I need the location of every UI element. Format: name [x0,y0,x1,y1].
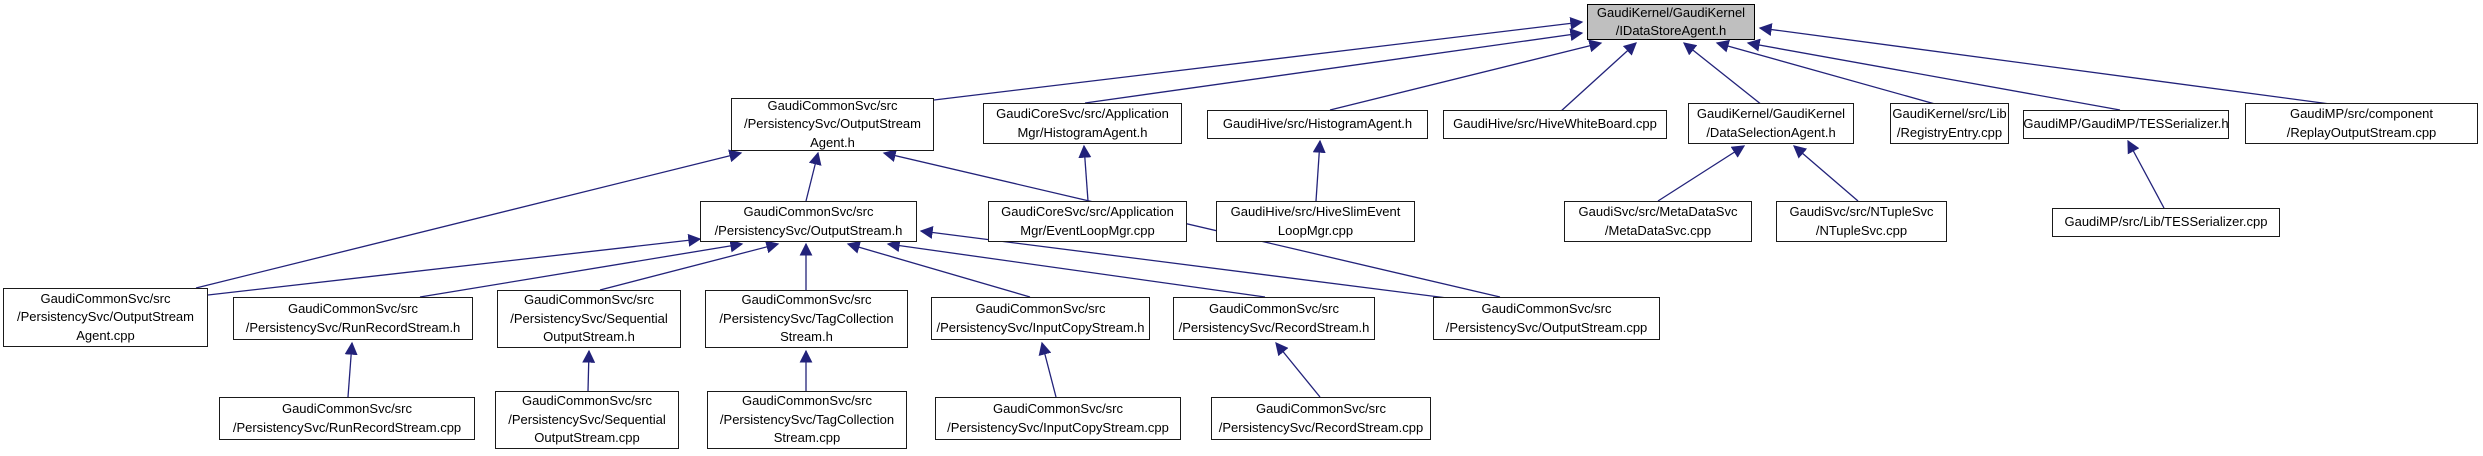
graph-node-tesserializer-cpp[interactable]: GaudiMP/src/Lib/TESSerializer.cpp [2052,208,2280,237]
graph-node-registryentry-cpp[interactable]: GaudiKernel/src/Lib /RegistryEntry.cpp [1890,103,2009,144]
graph-node-hivewhiteboard-cpp[interactable]: GaudiHive/src/HiveWhiteBoard.cpp [1443,110,1667,139]
graph-node-idatastoreagent-h[interactable]: GaudiKernel/GaudiKernel /IDataStoreAgent… [1587,4,1755,40]
graph-node-recordstream-h[interactable]: GaudiCommonSvc/src /PersistencySvc/Recor… [1173,297,1375,340]
graph-node-hiveslimeventloopmgr-cpp[interactable]: GaudiHive/src/HiveSlimEvent LoopMgr.cpp [1216,201,1415,242]
graph-node-outputstreamagent-cpp[interactable]: GaudiCommonSvc/src /PersistencySvc/Outpu… [3,288,208,347]
graph-node-sequentialoutputstream-cpp[interactable]: GaudiCommonSvc/src /PersistencySvc/Seque… [495,391,679,449]
graph-node-hive-histogramagent-h[interactable]: GaudiHive/src/HistogramAgent.h [1207,110,1428,139]
graph-node-outputstreamagent-h[interactable]: GaudiCommonSvc/src /PersistencySvc/Outpu… [731,98,934,151]
graph-node-ntuplesvc-cpp[interactable]: GaudiSvc/src/NTupleSvc /NTupleSvc.cpp [1776,201,1947,242]
graph-node-outputstream-cpp[interactable]: GaudiCommonSvc/src /PersistencySvc/Outpu… [1433,297,1660,340]
graph-node-outputstream-h[interactable]: GaudiCommonSvc/src /PersistencySvc/Outpu… [700,201,917,242]
graph-node-inputcopystream-h[interactable]: GaudiCommonSvc/src /PersistencySvc/Input… [931,297,1150,340]
graph-node-tagcollectionstream-h[interactable]: GaudiCommonSvc/src /PersistencySvc/TagCo… [705,290,908,348]
graph-node-dataselectionagent-h[interactable]: GaudiKernel/GaudiKernel /DataSelectionAg… [1688,103,1854,144]
graph-node-tesserializer-h[interactable]: GaudiMP/GaudiMP/TESSerializer.h [2023,110,2229,139]
graph-node-metadatasvc-cpp[interactable]: GaudiSvc/src/MetaDataSvc /MetaDataSvc.cp… [1564,201,1752,242]
graph-node-runrecordstream-cpp[interactable]: GaudiCommonSvc/src /PersistencySvc/RunRe… [219,397,475,440]
graph-node-recordstream-cpp[interactable]: GaudiCommonSvc/src /PersistencySvc/Recor… [1211,397,1431,440]
graph-node-runrecordstream-h[interactable]: GaudiCommonSvc/src /PersistencySvc/RunRe… [233,297,473,340]
graph-node-sequentialoutputstream-h[interactable]: GaudiCommonSvc/src /PersistencySvc/Seque… [497,290,681,348]
graph-node-core-histogramagent-h[interactable]: GaudiCoreSvc/src/Application Mgr/Histogr… [983,103,1182,144]
graph-node-replayoutputstream-cpp[interactable]: GaudiMP/src/component /ReplayOutputStrea… [2245,103,2478,144]
graph-node-eventloopmgr-cpp[interactable]: GaudiCoreSvc/src/Application Mgr/EventLo… [988,201,1187,242]
graph-node-inputcopystream-cpp[interactable]: GaudiCommonSvc/src /PersistencySvc/Input… [935,397,1181,440]
graph-node-tagcollectionstream-cpp[interactable]: GaudiCommonSvc/src /PersistencySvc/TagCo… [707,391,907,449]
